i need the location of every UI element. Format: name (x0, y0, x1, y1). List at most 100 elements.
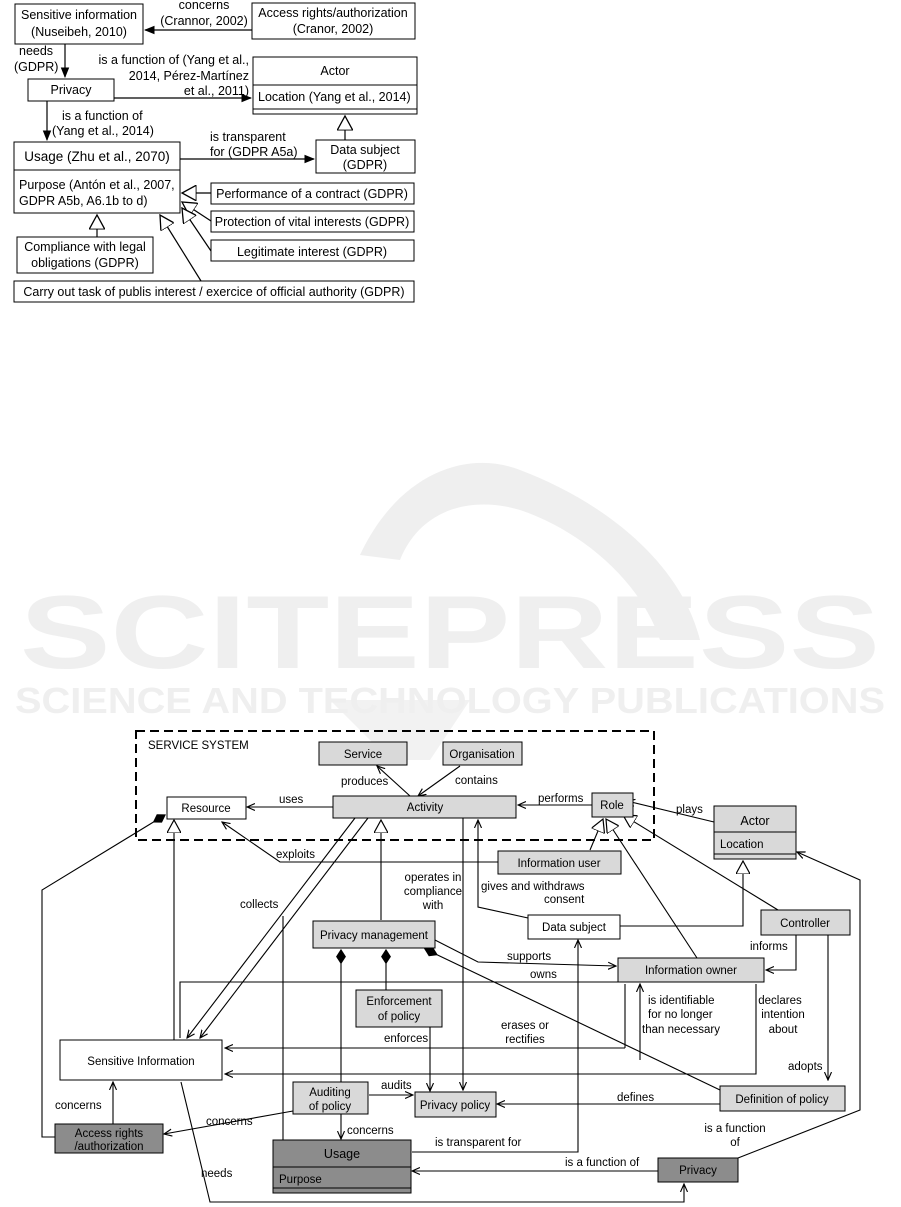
node-privacy-label: Privacy (679, 1165, 717, 1177)
label-operates-3: with (422, 900, 443, 912)
node-privacy-management: Privacy management (312, 920, 436, 949)
label-identifiable-2: for no longer (648, 1009, 713, 1021)
label-function-of-usage: is a function of (565, 1157, 640, 1169)
top-box-privacy: Privacy (27, 78, 115, 102)
label-declares-3: about (769, 1024, 799, 1036)
edge-data-subject-activity (478, 820, 529, 919)
top-label-needs-2: (GDPR) (14, 60, 58, 74)
edge-privacy-actor (737, 852, 861, 1159)
edge-definition-privmgmt (424, 947, 721, 1091)
top-box-sensitive-information: Sensitive information (Nuseibeh, 2010) (14, 3, 144, 45)
top-label-needs-1: needs (19, 44, 53, 58)
top-box-compliance-label-2: obligations (GDPR) (31, 256, 139, 270)
edge-info-owner-role (606, 819, 698, 959)
label-transparent: is transparent for (435, 1137, 521, 1149)
label-plays: plays (676, 804, 703, 816)
node-privacy-management-label: Privacy management (320, 930, 429, 942)
top-box-legitimate-interest: Legitimate interest (GDPR) (210, 239, 415, 262)
node-actor-label: Actor (740, 814, 769, 828)
edge-produces (377, 766, 411, 797)
node-enforcement-label-2: of policy (378, 1011, 420, 1023)
node-organisation: Organisation (442, 741, 523, 766)
top-box-usage-purpose-2: GDPR A5b, A6.1b to d) (19, 194, 148, 208)
node-role: Role (591, 792, 634, 818)
label-operates-1: operates in (405, 872, 462, 884)
top-box-compliance-label-1: Compliance with legal (24, 240, 146, 254)
edge-activity-sensitive-a (187, 817, 356, 1038)
node-privacy-policy: Privacy policy (414, 1091, 497, 1118)
top-box-performance-contract-label: Performance of a contract (GDPR) (216, 187, 408, 201)
top-box-vital-interests-label: Protection of vital interests (GDPR) (215, 215, 410, 229)
top-box-usage-label: Usage (Zhu et al., 2070) (24, 149, 170, 164)
node-enforcement: Enforcement of policy (355, 989, 443, 1028)
node-enforcement-label-1: Enforcement (366, 996, 432, 1008)
label-exploits: exploits (276, 849, 315, 861)
node-information-user: Information user (497, 850, 622, 875)
top-box-usage-purpose-1: Purpose (Antón et al., 2007, (19, 178, 175, 192)
label-concerns-left: concerns (55, 1100, 102, 1112)
edge-controller-role (623, 815, 779, 911)
label-defines: defines (617, 1092, 654, 1104)
node-role-label: Role (600, 800, 624, 812)
top-box-actor-label: Actor (320, 64, 349, 78)
edge-activity-sensitive-b (200, 817, 369, 1038)
watermark-brand: SCITEPRESS (20, 575, 880, 691)
watermark-tagline: SCIENCE AND TECHNOLOGY PUBLICATIONS (15, 680, 885, 721)
node-access-rights-label-2: /authorization (74, 1141, 143, 1153)
top-box-vital-interests: Protection of vital interests (GDPR) (210, 210, 415, 233)
label-operates-2: compliance (404, 886, 462, 898)
top-box-data-subject-ref: (GDPR) (343, 158, 387, 172)
top-diagram: Sensitive information (Nuseibeh, 2010) A… (13, 0, 418, 303)
node-auditing-label-1: Auditing (309, 1087, 351, 1099)
top-box-usage: Usage (Zhu et al., 2070) Purpose (Antón … (13, 141, 181, 214)
edge-contains (418, 765, 461, 796)
edge-needs (180, 1081, 684, 1203)
top-box-sensitive-information-ref: (Nuseibeh, 2010) (31, 25, 127, 39)
edge-declares (225, 984, 757, 1074)
service-system-boundary (135, 730, 655, 841)
label-erases-1: erases or (501, 1020, 549, 1032)
node-resource: Resource (166, 796, 247, 820)
top-label-concerns-2: (Crannor, 2002) (160, 14, 248, 28)
top-box-compliance: Compliance with legal obligations (GDPR) (16, 236, 154, 274)
node-sensitive-information-label: Sensitive Information (87, 1056, 194, 1068)
bottom-diagram: SERVICE SYSTEM (41, 730, 861, 1203)
node-organisation-label: Organisation (449, 749, 514, 761)
edge-controller-informs (766, 935, 797, 970)
node-service: Service (318, 741, 408, 766)
node-controller-label: Controller (780, 918, 830, 930)
top-label-concerns-1: concerns (179, 0, 230, 12)
watermark-swoosh (360, 462, 700, 640)
top-box-access-rights-label: Access rights/authorization (258, 6, 407, 20)
node-activity-label: Activity (407, 802, 444, 814)
top-edge-vital-usage (182, 202, 212, 222)
node-activity: Activity (332, 795, 517, 819)
edge-transparent (412, 940, 578, 1153)
edge-owns (179, 981, 627, 1038)
edge-info-user-role (589, 819, 603, 851)
top-label-function-usage-1: is a function of (62, 109, 143, 123)
label-identifiable-3: than necessary (642, 1024, 720, 1036)
top-box-public-interest-label: Carry out task of publis interest / exer… (23, 285, 404, 299)
node-auditing-label-2: of policy (309, 1101, 351, 1113)
label-informs: informs (750, 941, 788, 953)
top-label-function-usage-2: (Yang et al., 2014) (52, 124, 154, 138)
bottom-connectors (41, 765, 861, 1203)
edge-plays (627, 801, 715, 823)
top-connectors (42, 25, 345, 282)
node-data-subject: Data subject (527, 914, 621, 940)
top-label-function-actor-2: 2014, Pérez-Martínez (129, 69, 249, 83)
node-access-rights: Access rights /authorization (54, 1123, 164, 1154)
edge-data-subject-actor (620, 861, 743, 927)
top-box-data-subject: Data subject (GDPR) (315, 139, 416, 174)
label-function-of-1: is a function (704, 1123, 765, 1135)
edge-access-resource (41, 814, 166, 1138)
node-definition-of-policy-label: Definition of policy (735, 1094, 829, 1106)
node-usage-label: Usage (324, 1147, 360, 1161)
top-box-legitimate-interest-label: Legitimate interest (GDPR) (237, 245, 387, 259)
label-declares-2: intention (761, 1009, 804, 1021)
top-box-privacy-label: Privacy (51, 83, 93, 97)
watermark-mark (330, 700, 470, 760)
node-information-user-label: Information user (517, 858, 600, 870)
